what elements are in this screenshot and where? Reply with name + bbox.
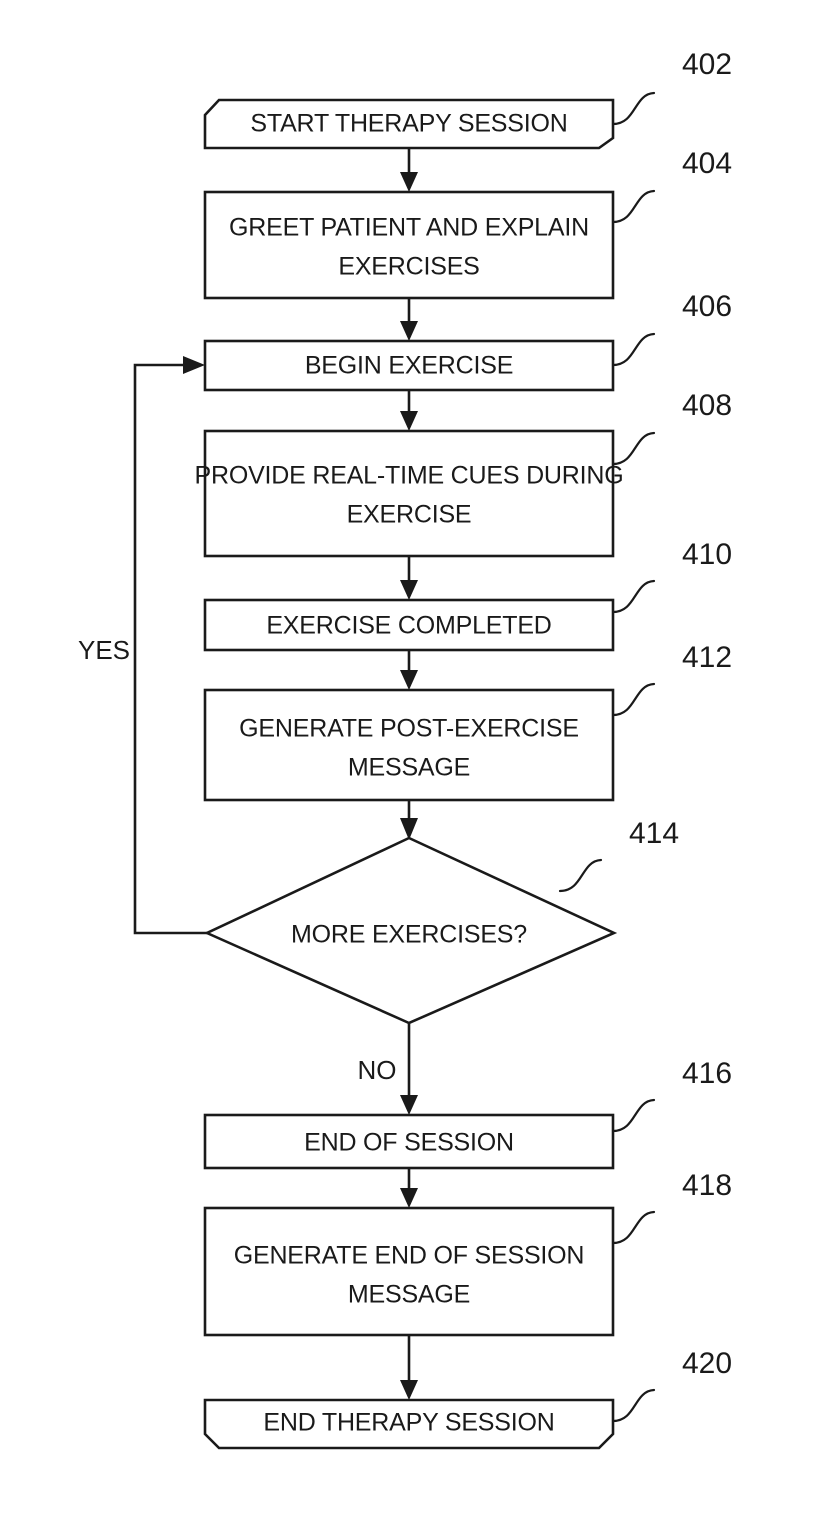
node-404-greet-patient[interactable]: GREET PATIENT AND EXPLAIN EXERCISES (203, 190, 615, 300)
node-406-label: BEGIN EXERCISE (305, 352, 513, 380)
node-416-label: END OF SESSION (304, 1129, 514, 1157)
leader-line-408 (611, 431, 656, 466)
node-412-label-line1: GENERATE POST-EXERCISE (239, 715, 579, 743)
node-410-label: EXERCISE COMPLETED (266, 612, 551, 640)
edge-410-412 (400, 650, 418, 690)
ref-number-406: 406 (682, 290, 732, 323)
node-402-start-therapy-session[interactable]: START THERAPY SESSION (203, 98, 615, 150)
leader-line-414 (558, 858, 603, 893)
node-408-label-line1: PROVIDE REAL-TIME CUES DURING (195, 462, 624, 490)
leader-line-412 (611, 682, 656, 717)
edge-414-406-yes (133, 356, 207, 935)
node-420-label: END THERAPY SESSION (263, 1409, 554, 1437)
edge-label-yes: YES (78, 635, 130, 665)
edge-418-420 (400, 1335, 418, 1400)
node-412-label-line2: MESSAGE (348, 754, 470, 782)
ref-number-414: 414 (629, 817, 679, 850)
ref-number-402: 402 (682, 48, 732, 81)
edge-404-406 (400, 298, 418, 341)
node-402-label: START THERAPY SESSION (250, 110, 567, 138)
ref-number-410: 410 (682, 538, 732, 571)
ref-number-416: 416 (682, 1057, 732, 1090)
leader-line-402 (611, 91, 656, 126)
ref-number-408: 408 (682, 389, 732, 422)
edge-408-410 (400, 556, 418, 600)
leader-line-406 (611, 332, 656, 367)
ref-number-420: 420 (682, 1347, 732, 1380)
leader-line-410 (611, 579, 656, 614)
leader-line-416 (611, 1098, 656, 1133)
node-404-label-line2: EXERCISES (338, 253, 479, 281)
edge-402-404 (400, 148, 418, 192)
node-416-end-of-session[interactable]: END OF SESSION (203, 1113, 615, 1170)
node-408-label-line2: EXERCISE (347, 501, 472, 529)
node-418-generate-end-of-session-message[interactable]: GENERATE END OF SESSION MESSAGE (203, 1206, 615, 1337)
edge-414-416-no (400, 1023, 418, 1115)
edge-416-418 (400, 1168, 418, 1208)
node-410-exercise-completed[interactable]: EXERCISE COMPLETED (203, 598, 615, 652)
node-406-begin-exercise[interactable]: BEGIN EXERCISE (203, 339, 615, 392)
edge-412-414 (400, 800, 418, 840)
node-418-label-line1: GENERATE END OF SESSION (234, 1242, 585, 1270)
node-418-label-line2: MESSAGE (348, 1281, 470, 1309)
edge-label-no: NO (358, 1055, 397, 1085)
node-412-generate-post-exercise-message[interactable]: GENERATE POST-EXERCISE MESSAGE (203, 688, 615, 802)
leader-line-404 (611, 189, 656, 224)
ref-number-404: 404 (682, 147, 732, 180)
node-414-label: MORE EXERCISES? (291, 921, 527, 949)
ref-number-412: 412 (682, 641, 732, 674)
node-420-end-therapy-session[interactable]: END THERAPY SESSION (203, 1398, 615, 1450)
leader-line-420 (611, 1388, 656, 1423)
ref-number-418: 418 (682, 1169, 732, 1202)
node-414-more-exercises-decision[interactable]: MORE EXERCISES? (203, 836, 618, 1025)
edge-406-408 (400, 390, 418, 431)
leader-line-418 (611, 1210, 656, 1245)
node-404-label-line1: GREET PATIENT AND EXPLAIN (229, 214, 589, 242)
node-408-provide-realtime-cues[interactable]: PROVIDE REAL-TIME CUES DURING EXERCISE (195, 429, 624, 558)
